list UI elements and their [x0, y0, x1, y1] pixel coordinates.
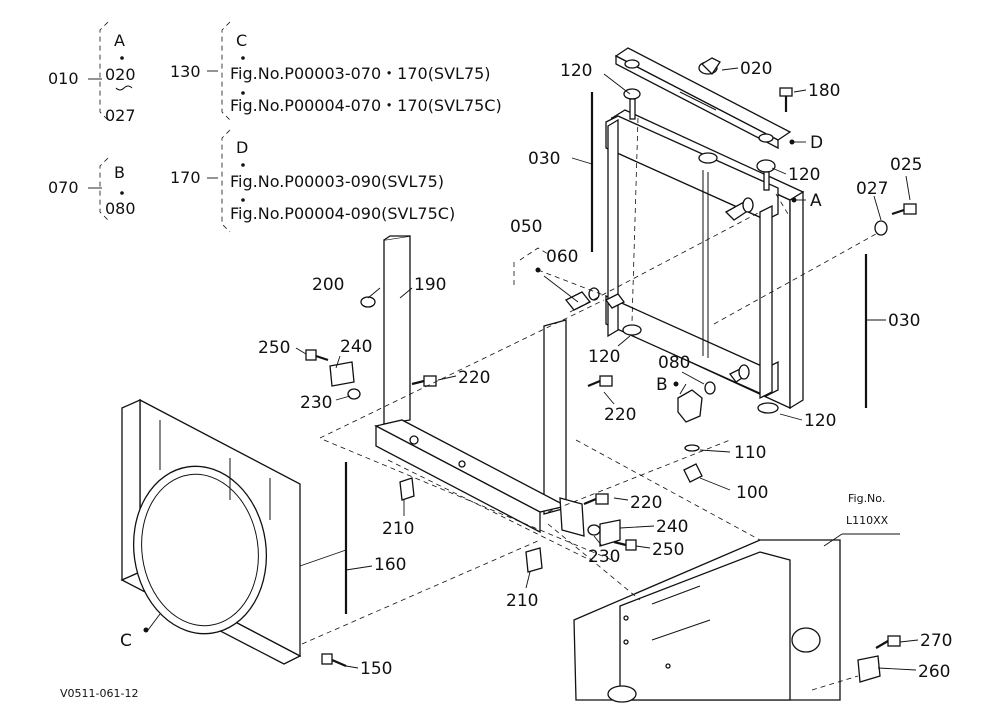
label-240-upper: 240 [340, 337, 372, 357]
legend-130-item-c: C [236, 31, 247, 50]
legend-group-010: 010 A 020 027 [48, 21, 136, 125]
label-025: 025 [890, 155, 922, 175]
label-250-lower: 250 [652, 540, 684, 560]
legend-130-fig-svl75: Fig.No.P00003-070・170(SVL75) [230, 64, 491, 83]
fan-shroud [120, 398, 302, 665]
label-030-right: 030 [888, 311, 920, 331]
bolt-250-lower [613, 539, 637, 551]
clip-210-lower [525, 547, 543, 573]
label-020: 020 [740, 59, 772, 79]
legend-group-170: 170 D Fig.No.P00003-090(SVL75) Fig.No.P0… [170, 129, 455, 233]
legend-070-item-080: 080 [105, 199, 136, 218]
bolt-220-upper [411, 375, 437, 387]
legend-010-item-a: A [114, 31, 125, 50]
label-250-upper: 250 [258, 338, 290, 358]
legend-group-130: 130 C Fig.No.P00003-070・170(SVL75) Fig.N… [170, 21, 502, 121]
drain-fitting-080 [677, 381, 716, 483]
bracket-240-upper [329, 361, 355, 387]
bolt-220-middle [587, 375, 613, 388]
label-220-lower: 220 [630, 493, 662, 513]
washer-027 [874, 220, 888, 236]
label-220-upper: 220 [458, 368, 490, 388]
label-120-lower-right: 120 [804, 411, 836, 431]
label-240-lower: 240 [656, 517, 688, 537]
frame-right-upright [543, 319, 567, 515]
label-a: A [810, 191, 822, 211]
part-labels: 020 120 180 030 D 120 025 027 A 050 060 … [60, 59, 952, 700]
legend-170-item-d: D [236, 138, 248, 157]
label-060: 060 [546, 247, 578, 267]
clip-210-upper [399, 477, 415, 501]
label-100: 100 [736, 483, 768, 503]
bolt-025 [891, 203, 917, 216]
reference-dots [143, 139, 797, 633]
collar-230-lower [587, 524, 601, 536]
label-210-lower: 210 [506, 591, 538, 611]
label-c: C [120, 631, 132, 651]
frame-left-upright [383, 235, 411, 425]
label-050: 050 [510, 217, 542, 237]
label-030-left: 030 [528, 149, 560, 169]
bolt-150 [321, 653, 347, 668]
legend-010-code: 010 [48, 69, 79, 88]
leader-lines [147, 67, 919, 691]
bolt-250-upper [305, 349, 329, 362]
label-200: 200 [312, 275, 344, 295]
bolt-270 [875, 635, 901, 649]
label-270: 270 [920, 631, 952, 651]
top-stay-bracket [614, 47, 792, 150]
legend-130-fig-svl75c: Fig.No.P00004-070・170(SVL75C) [230, 96, 502, 115]
elbow-060 [564, 287, 600, 311]
legend-group-070: 070 B 080 [48, 157, 136, 221]
plate-260 [857, 655, 881, 683]
grommet-200 [360, 296, 376, 308]
legend-070-item-b: B [114, 163, 125, 182]
legend-010-item-020: 020 [105, 65, 136, 84]
label-210-upper: 210 [382, 519, 414, 539]
label-120-lower-left: 120 [588, 347, 620, 367]
legend-170-code: 170 [170, 168, 201, 187]
label-230-lower: 230 [588, 547, 620, 567]
label-d: D [810, 133, 823, 153]
label-120-right: 120 [788, 165, 820, 185]
label-230-upper: 230 [300, 393, 332, 413]
label-120-top: 120 [560, 61, 592, 81]
bracket-240-lower [599, 519, 621, 547]
legend-170-fig-svl75c: Fig.No.P00004-090(SVL75C) [230, 204, 455, 223]
collar-230-upper [347, 388, 361, 400]
legend-070-code: 070 [48, 178, 79, 197]
label-220-middle: 220 [604, 405, 636, 425]
label-027: 027 [856, 179, 888, 199]
legend-170-fig-svl75: Fig.No.P00003-090(SVL75) [230, 172, 444, 191]
radiator-assembly [605, 57, 805, 414]
legend-010-item-027: 027 [105, 106, 136, 125]
label-190: 190 [414, 275, 446, 295]
frame-casting [573, 539, 841, 703]
label-160: 160 [374, 555, 406, 575]
label-150: 150 [360, 659, 392, 679]
label-180: 180 [808, 81, 840, 101]
legend-130-code: 130 [170, 62, 201, 81]
label-fig-l110xx: L110XX [846, 514, 889, 527]
label-080: 080 [658, 353, 690, 373]
label-b: B [656, 375, 668, 395]
label-fig-no: Fig.No. [848, 492, 885, 505]
frame-base [374, 419, 585, 537]
bolt-180 [779, 87, 793, 112]
bolt-220-lower [583, 493, 609, 506]
label-260: 260 [918, 662, 950, 682]
footer-code: V0511-061-12 [60, 687, 138, 700]
label-110: 110 [734, 443, 766, 463]
